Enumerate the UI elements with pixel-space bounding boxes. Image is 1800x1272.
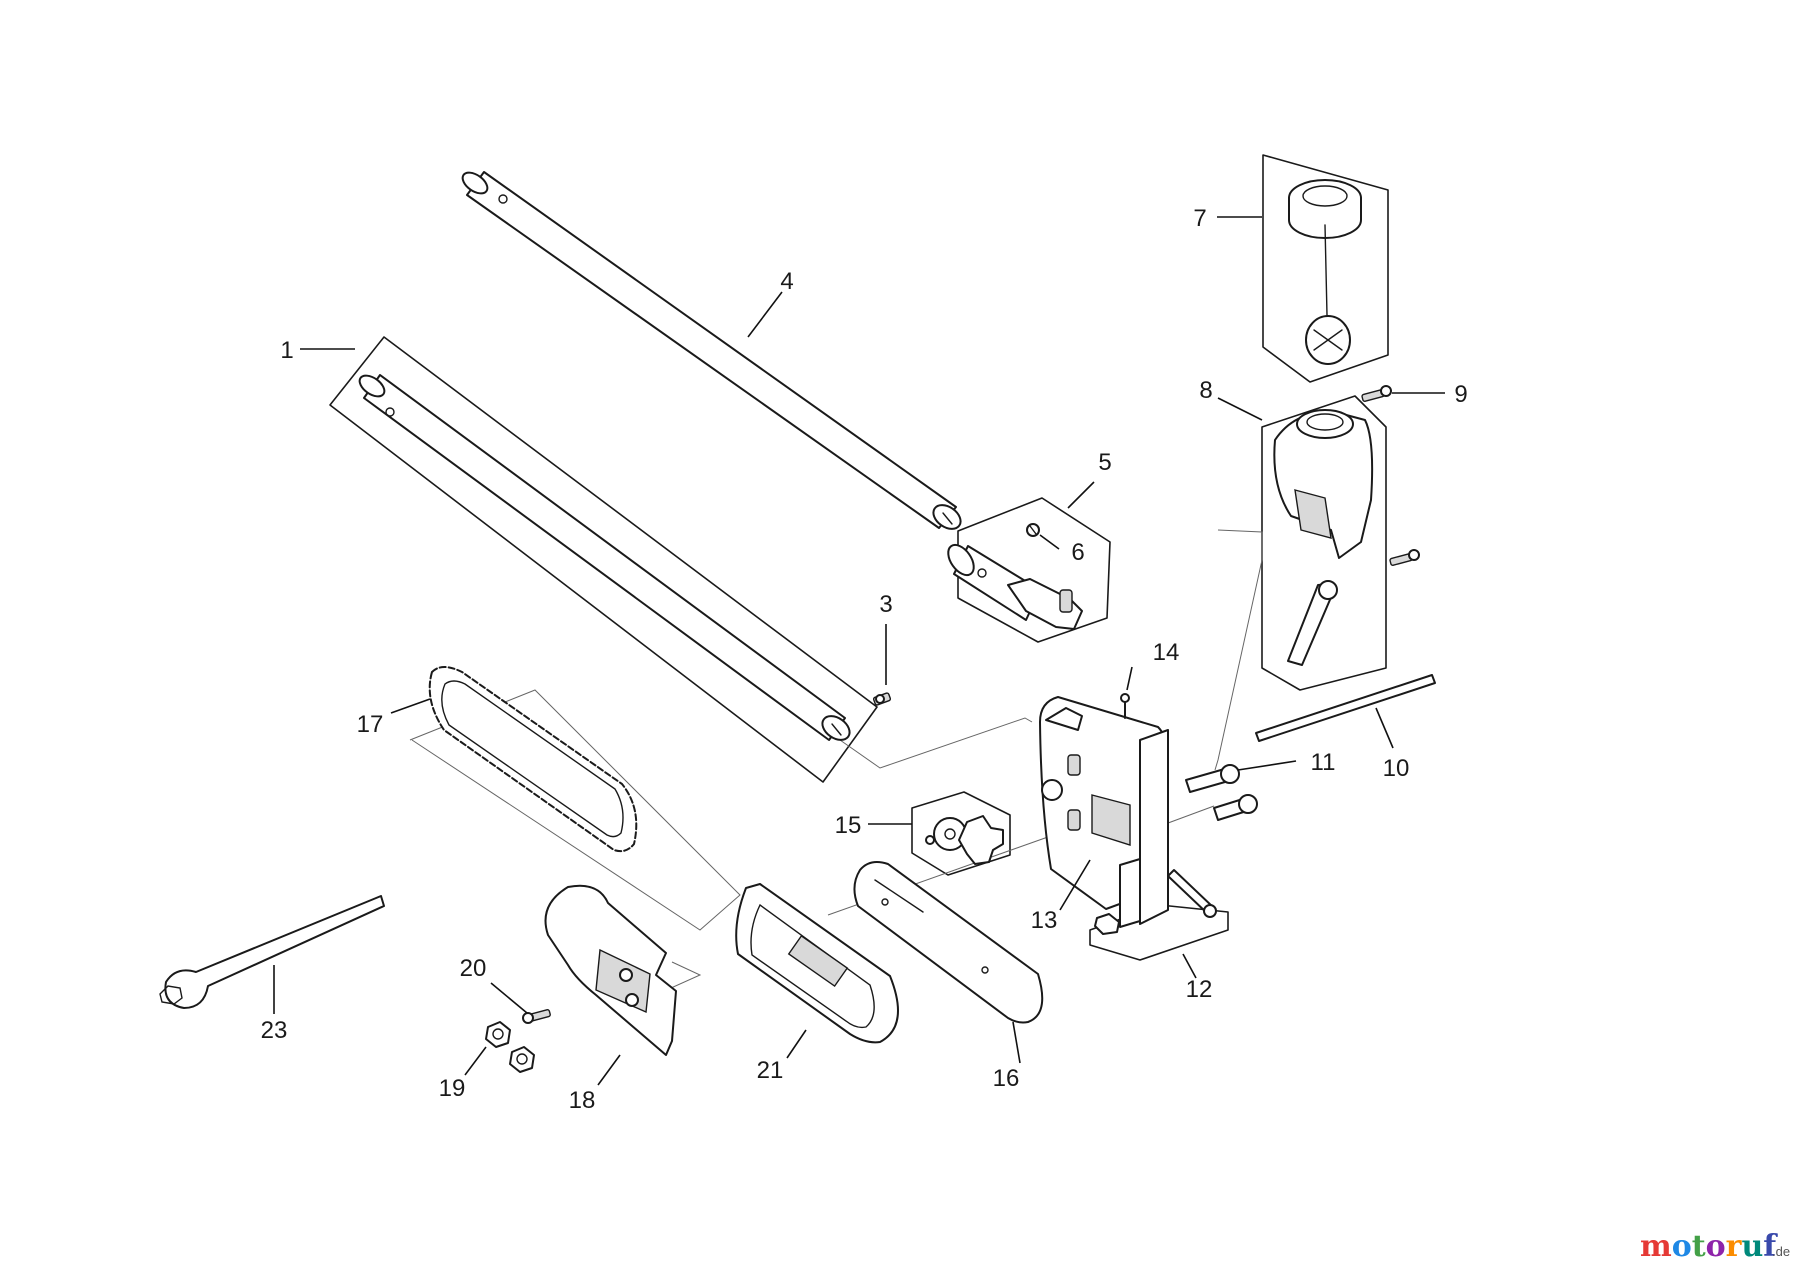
callout-15: 15 — [835, 812, 862, 839]
svg-text:motoruf: motoruf — [1640, 1229, 1778, 1264]
leader-19 — [464, 1046, 487, 1076]
part-8-oil-tank — [1273, 409, 1374, 666]
callout-12: 12 — [1186, 976, 1213, 1003]
callout-3: 3 — [879, 591, 892, 618]
tank-mount-screw — [1389, 549, 1420, 566]
leader-8 — [1217, 397, 1263, 421]
part-19-nuts — [485, 1021, 535, 1073]
callout-1: 1 — [280, 337, 293, 364]
part-17-saw-chain — [428, 666, 638, 853]
callout-10: 10 — [1383, 755, 1410, 782]
callout-11: 11 — [1311, 749, 1336, 776]
leader-17 — [390, 698, 431, 714]
part-1-group-box — [329, 336, 878, 783]
part-13-gear-head — [1039, 696, 1169, 928]
part-11-bolts — [1185, 764, 1258, 821]
part-7-group-box — [1262, 154, 1389, 383]
part-5-group-box — [957, 497, 1111, 643]
leader-6 — [1039, 534, 1060, 550]
callout-19: 19 — [439, 1075, 466, 1102]
leader-14 — [1126, 666, 1133, 691]
part-6-screw — [1026, 523, 1040, 537]
part-15-sprocket — [925, 815, 1004, 865]
leader-5 — [1067, 481, 1095, 509]
part-21-bar-cover — [735, 883, 899, 1044]
leader-4 — [747, 291, 783, 338]
callout-20: 20 — [460, 955, 487, 982]
part-7-oil-cap — [1288, 179, 1362, 365]
callout-6: 6 — [1071, 539, 1084, 566]
part-8-guide-line — [1214, 529, 1263, 771]
leader-21 — [786, 1029, 807, 1059]
part-9-screw — [1361, 385, 1392, 402]
part-15-group-box — [911, 791, 1011, 876]
leader-11 — [1237, 760, 1297, 771]
callout-17: 17 — [357, 711, 384, 738]
leader-18 — [597, 1054, 621, 1086]
part-5-coupling — [947, 543, 1083, 630]
motoruf-logo: motoruf .de — [1640, 1229, 1790, 1264]
part-1-guide-line — [839, 717, 1033, 769]
callout-7: 7 — [1193, 205, 1206, 232]
part-1-tube — [358, 374, 851, 741]
part-16-guide-bar — [853, 861, 1044, 1024]
part-20-screw — [522, 1009, 551, 1024]
part-12-tensioner — [1094, 869, 1217, 935]
callout-13: 13 — [1031, 907, 1058, 934]
leader-20 — [490, 982, 528, 1014]
part-8-group-box — [1261, 395, 1387, 691]
callout-5: 5 — [1098, 449, 1111, 476]
leader-10 — [1375, 707, 1394, 749]
callout-9: 9 — [1454, 381, 1467, 408]
part-18-chain-guard — [544, 884, 677, 1056]
callout-8: 8 — [1199, 377, 1212, 404]
part-4-tube — [461, 171, 962, 530]
leader-13 — [1059, 859, 1091, 911]
leader-12 — [1182, 953, 1197, 979]
callout-4: 4 — [780, 268, 793, 295]
callout-18: 18 — [569, 1087, 596, 1114]
part-23-wrench — [159, 895, 385, 1009]
callout-16: 16 — [993, 1065, 1020, 1092]
svg-text:.de: .de — [1772, 1244, 1790, 1259]
part-3-screw — [872, 692, 892, 706]
callout-14: 14 — [1153, 639, 1180, 666]
part-10-rod — [1255, 674, 1436, 742]
part-14-screw — [1120, 693, 1130, 719]
leader-16 — [1012, 1021, 1021, 1064]
callout-21: 21 — [757, 1057, 784, 1084]
callout-23: 23 — [261, 1017, 288, 1044]
